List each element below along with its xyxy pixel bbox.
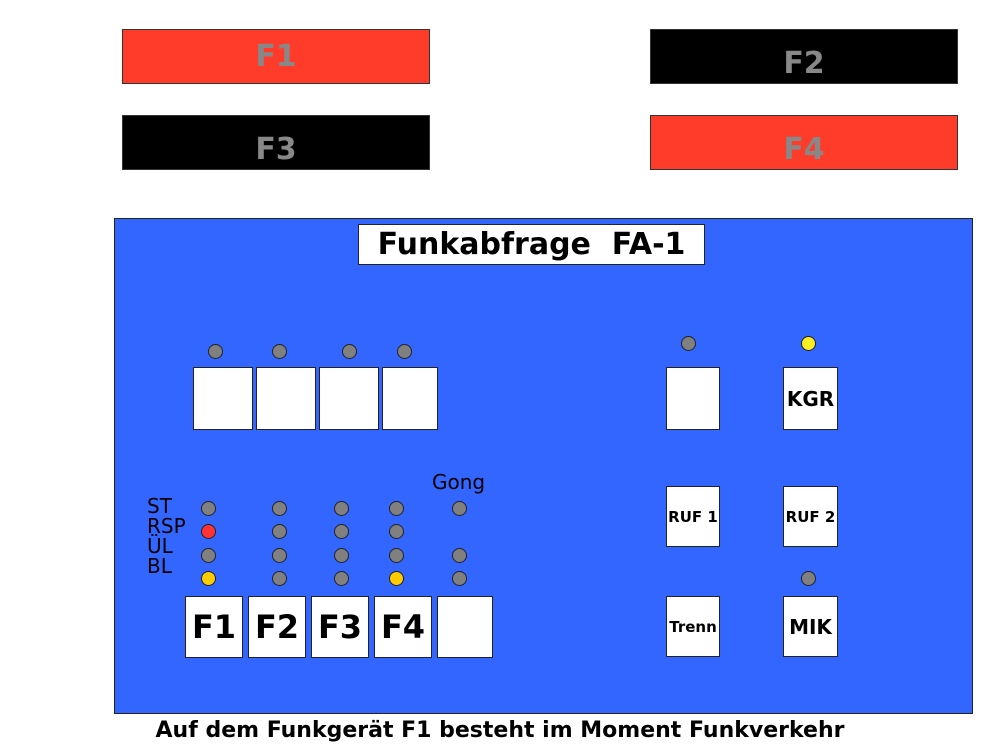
led-top-3 [342, 344, 357, 359]
led-f3-rsp [334, 524, 349, 539]
channel-f1-label: F1 [255, 39, 297, 74]
top-button-3[interactable] [319, 367, 379, 430]
ruf2-button[interactable]: RUF 2 [783, 486, 838, 547]
status-label-st: ST [147, 494, 172, 518]
led-right-1 [681, 336, 696, 351]
led-mik [801, 571, 816, 586]
led-f2-rsp [272, 524, 287, 539]
kgr-button[interactable]: KGR [783, 367, 838, 430]
led-f1-ul [201, 548, 216, 563]
channel-f3-label: F3 [255, 132, 297, 167]
led-f3-ul [334, 548, 349, 563]
channel-f1-bar[interactable]: F1 [122, 29, 430, 84]
right-blank-button[interactable] [666, 367, 720, 430]
led-kgr [801, 336, 816, 351]
top-button-4[interactable] [382, 367, 438, 430]
led-f4-rsp [389, 524, 404, 539]
led-f3-bl [334, 571, 349, 586]
channel-f2-label: F2 [783, 46, 825, 81]
status-label-bl: BL [147, 554, 172, 578]
channel-f3-bar[interactable]: F3 [122, 115, 430, 170]
led-f4-bl [389, 571, 404, 586]
channel-f4-bar[interactable]: F4 [650, 115, 958, 170]
led-top-2 [272, 344, 287, 359]
status-label-rsp: RSP [147, 514, 186, 538]
led-f2-bl [272, 571, 287, 586]
funk-button-f2[interactable]: F2 [248, 596, 306, 658]
gong-label: Gong [432, 470, 486, 494]
led-f1-bl [201, 571, 216, 586]
led-f1-rsp [201, 524, 216, 539]
panel-title: Funkabfrage FA-1 [358, 224, 705, 265]
ruf1-button[interactable]: RUF 1 [666, 486, 720, 547]
led-f3-st [334, 501, 349, 516]
led-top-4 [397, 344, 412, 359]
channel-f4-label: F4 [783, 132, 825, 167]
led-f1-st [201, 501, 216, 516]
mik-button[interactable]: MIK [783, 596, 838, 657]
gong-button[interactable] [437, 596, 493, 658]
led-f2-ul [272, 548, 287, 563]
led-top-1 [208, 344, 223, 359]
led-gong-bl [452, 571, 467, 586]
status-message: Auf dem Funkgerät F1 besteht im Moment F… [155, 718, 845, 743]
funk-button-f4[interactable]: F4 [374, 596, 432, 658]
led-gong-st [452, 501, 467, 516]
channel-f2-bar[interactable]: F2 [650, 29, 958, 84]
led-f4-st [389, 501, 404, 516]
top-button-1[interactable] [193, 367, 253, 430]
funk-button-f1[interactable]: F1 [185, 596, 243, 658]
led-f2-st [272, 501, 287, 516]
led-f4-ul [389, 548, 404, 563]
funk-button-f3[interactable]: F3 [311, 596, 369, 658]
led-gong-ul [452, 548, 467, 563]
top-button-2[interactable] [256, 367, 316, 430]
status-label-ul: ÜL [147, 534, 173, 558]
trenn-button[interactable]: Trenn [666, 596, 720, 657]
